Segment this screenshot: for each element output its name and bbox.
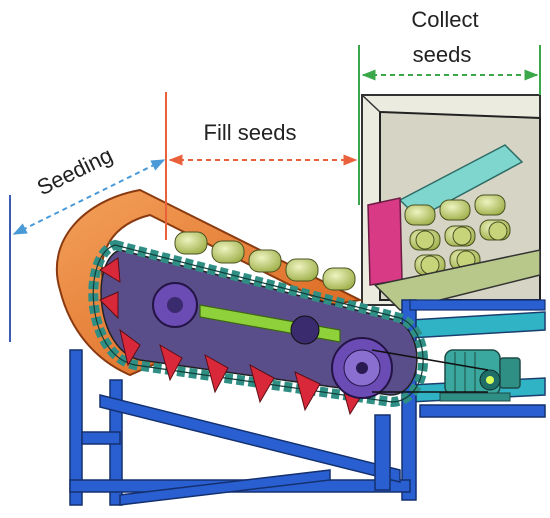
seeding-arrow	[12, 159, 166, 235]
fill-seeds-label: Fill seeds	[204, 120, 297, 145]
collect-seeds-label-line2: seeds	[413, 42, 472, 67]
collect-seeds-label-line1: Collect	[411, 7, 478, 32]
seeding-label: Seeding	[33, 142, 117, 200]
drive-belt	[371, 349, 489, 371]
seed-box-icon	[361, 94, 541, 311]
electric-motor-icon	[439, 349, 521, 402]
support-frame	[69, 349, 411, 506]
sprocket-icon	[152, 282, 393, 399]
